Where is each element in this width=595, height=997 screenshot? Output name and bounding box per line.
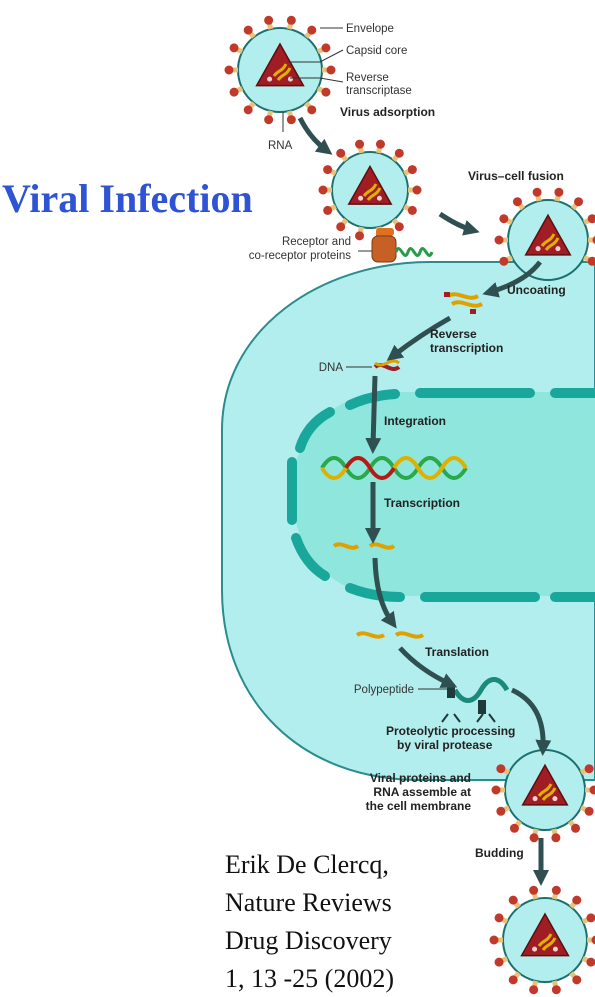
- integrated-dna-helix: [320, 456, 468, 480]
- uncoated-capsid: [444, 292, 484, 314]
- label-envelope: Envelope: [346, 23, 394, 35]
- step-integration: Integration: [384, 414, 446, 428]
- virion-fusing: [494, 187, 595, 281]
- step-budding: Budding: [475, 846, 524, 860]
- label-polypeptide: Polypeptide: [354, 684, 414, 696]
- virion-assembling: [491, 749, 595, 843]
- virion-budded: [489, 885, 595, 995]
- step-uncoating: Uncoating: [507, 283, 566, 297]
- step-proteolytic-2: by viral protease: [397, 738, 493, 752]
- step-reverse-transcription-1: Reverse: [430, 327, 477, 341]
- virion-adsorbing: [318, 139, 422, 241]
- label-dna: DNA: [319, 362, 344, 374]
- citation-line-4: 1, 13 -25 (2002): [225, 964, 394, 993]
- citation-line-1: Erik De Clercq,: [225, 850, 389, 879]
- step-virus-cell-fusion: Virus–cell fusion: [468, 169, 564, 183]
- step-assembly-3: the cell membrane: [366, 799, 472, 813]
- step-assembly-1: Viral proteins and: [370, 771, 471, 785]
- transcribed-rna: [332, 542, 396, 550]
- label-leaders: [282, 27, 448, 690]
- page-title: Viral Infection: [2, 176, 253, 221]
- label-reverse-transcriptase-1: Reverse: [346, 72, 389, 84]
- step-transcription: Transcription: [384, 496, 460, 510]
- label-capsid-core: Capsid core: [346, 45, 407, 57]
- step-proteolytic-1: Proteolytic processing: [386, 724, 515, 738]
- label-reverse-transcriptase-2: transcriptase: [346, 85, 412, 97]
- label-receptor-2: co-receptor proteins: [249, 250, 352, 262]
- step-assembly-2: RNA assemble at: [373, 785, 471, 799]
- citation-line-3: Drug Discovery: [225, 926, 392, 955]
- step-translation: Translation: [425, 645, 489, 659]
- step-reverse-transcription-2: transcription: [430, 341, 503, 355]
- citation-line-2: Nature Reviews: [225, 888, 392, 917]
- label-rna: RNA: [268, 140, 293, 152]
- citation: Erik De Clercq, Nature Reviews Drug Disc…: [225, 850, 394, 993]
- receptor-proteins: [371, 228, 434, 263]
- polypeptide: [441, 677, 510, 723]
- virion-free: [224, 15, 336, 125]
- pathway-arrows: [297, 116, 552, 887]
- label-receptor-1: Receptor and: [282, 236, 351, 248]
- cytoplasmic-mrna: [355, 631, 425, 639]
- viral-dna: [373, 359, 401, 371]
- step-virus-adsorption: Virus adsorption: [340, 105, 435, 119]
